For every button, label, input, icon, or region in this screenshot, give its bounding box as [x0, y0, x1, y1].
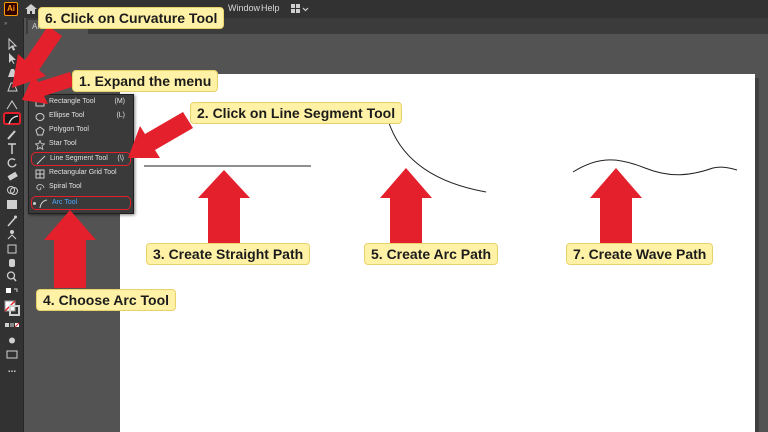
direct-selection-tool-icon[interactable] [3, 52, 21, 65]
flyout-item-shortcut: (L) [116, 112, 125, 119]
hand-tool-icon[interactable] [3, 256, 21, 269]
flyout-item-label: Line Segment Tool [50, 155, 108, 162]
selected-indicator [33, 202, 36, 205]
flyout-item-ellipse-tool[interactable]: Ellipse Tool (L) [29, 110, 133, 124]
flyout-item-rectangular-grid-tool[interactable]: Rectangular Grid Tool [29, 167, 133, 181]
shape-builder-tool-icon[interactable] [3, 184, 21, 197]
callout-step-1: 1. Expand the menu [72, 70, 219, 92]
rectangle-icon [35, 99, 45, 107]
menu-help[interactable]: Help [261, 3, 280, 13]
curvature-tool-icon[interactable] [3, 112, 21, 125]
callout-step-7: 7. Create Wave Path [566, 243, 714, 265]
arrow-arc-tool [44, 210, 96, 288]
line-segment-icon [36, 155, 46, 165]
color-mode-icon[interactable] [3, 320, 21, 333]
flyout-item-spiral-tool[interactable]: Spiral Tool [29, 181, 133, 195]
fill-stroke-swatch-icon[interactable] [3, 300, 21, 317]
illustrator-logo-icon[interactable]: Ai [4, 2, 18, 16]
grid-icon [35, 169, 45, 179]
arc-icon [39, 199, 48, 209]
selection-tool-icon[interactable] [3, 38, 21, 51]
curvature-pen-icon[interactable] [3, 80, 21, 93]
rubber-pen-tool-icon[interactable] [3, 98, 21, 111]
puppet-warp-tool-icon[interactable] [3, 228, 21, 241]
pen-tool-icon[interactable] [3, 66, 21, 79]
flyout-item-star-tool[interactable]: Star Tool [29, 138, 133, 152]
callout-step-2: 2. Click on Line Segment Tool [190, 102, 403, 124]
flyout-item-arc-tool[interactable]: Arc Tool [31, 196, 131, 210]
callout-step-4: 4. Choose Arc Tool [36, 289, 177, 311]
eyedropper-tool-icon[interactable] [3, 214, 21, 227]
spiral-icon [36, 184, 45, 191]
flyout-item-shortcut: (\) [117, 155, 124, 162]
flyout-item-rectangle-tool[interactable]: Rectangle Tool (M) [29, 96, 133, 110]
flyout-item-shortcut: (M) [114, 98, 126, 105]
callout-step-3: 3. Create Straight Path [146, 243, 311, 265]
flyout-item-label: Polygon Tool [49, 126, 89, 133]
edit-toolbar-button[interactable]: ... [7, 364, 17, 375]
flyout-item-label: Ellipse Tool [49, 112, 85, 119]
star-icon [35, 140, 45, 150]
artboard-tool-icon[interactable] [3, 242, 21, 255]
screen-mode-icon[interactable] [3, 348, 21, 361]
callout-step-6: 6. Click on Curvature Tool [38, 7, 225, 29]
flyout-item-label: Arc Tool [52, 199, 78, 206]
polygon-icon [35, 126, 45, 136]
paintbrush-tool-icon[interactable] [3, 128, 21, 141]
flyout-item-label: Star Tool [49, 140, 77, 147]
type-tool-icon[interactable] [3, 142, 21, 155]
flyout-item-line-segment-tool[interactable]: Line Segment Tool (\) [31, 152, 131, 166]
rotate-tool-icon[interactable] [3, 156, 21, 169]
workspace-switcher-icon[interactable] [291, 3, 309, 15]
flyout-item-label: Rectangle Tool [49, 98, 96, 105]
shape-tools-flyout: Rectangle Tool (M) Ellipse Tool (L) Poly… [28, 94, 134, 214]
flyout-item-label: Rectangular Grid Tool [49, 169, 117, 176]
menu-window[interactable]: Window [228, 3, 261, 13]
flyout-item-polygon-tool[interactable]: Polygon Tool [29, 124, 133, 138]
panel-collapse-icon[interactable]: » [4, 21, 8, 27]
flyout-item-label: Spiral Tool [49, 183, 82, 190]
swap-fill-stroke-icon[interactable] [3, 286, 21, 299]
ellipse-icon [35, 113, 45, 121]
home-icon[interactable] [24, 3, 38, 15]
zoom-tool-icon[interactable] [3, 270, 21, 283]
eraser-tool-icon[interactable] [3, 170, 21, 183]
callout-step-5: 5. Create Arc Path [364, 243, 499, 265]
gradient-tool-icon[interactable] [3, 198, 21, 211]
tools-panel: » ... [0, 18, 24, 432]
draw-mode-icon[interactable] [3, 334, 21, 347]
artboard-shadow [755, 78, 759, 432]
